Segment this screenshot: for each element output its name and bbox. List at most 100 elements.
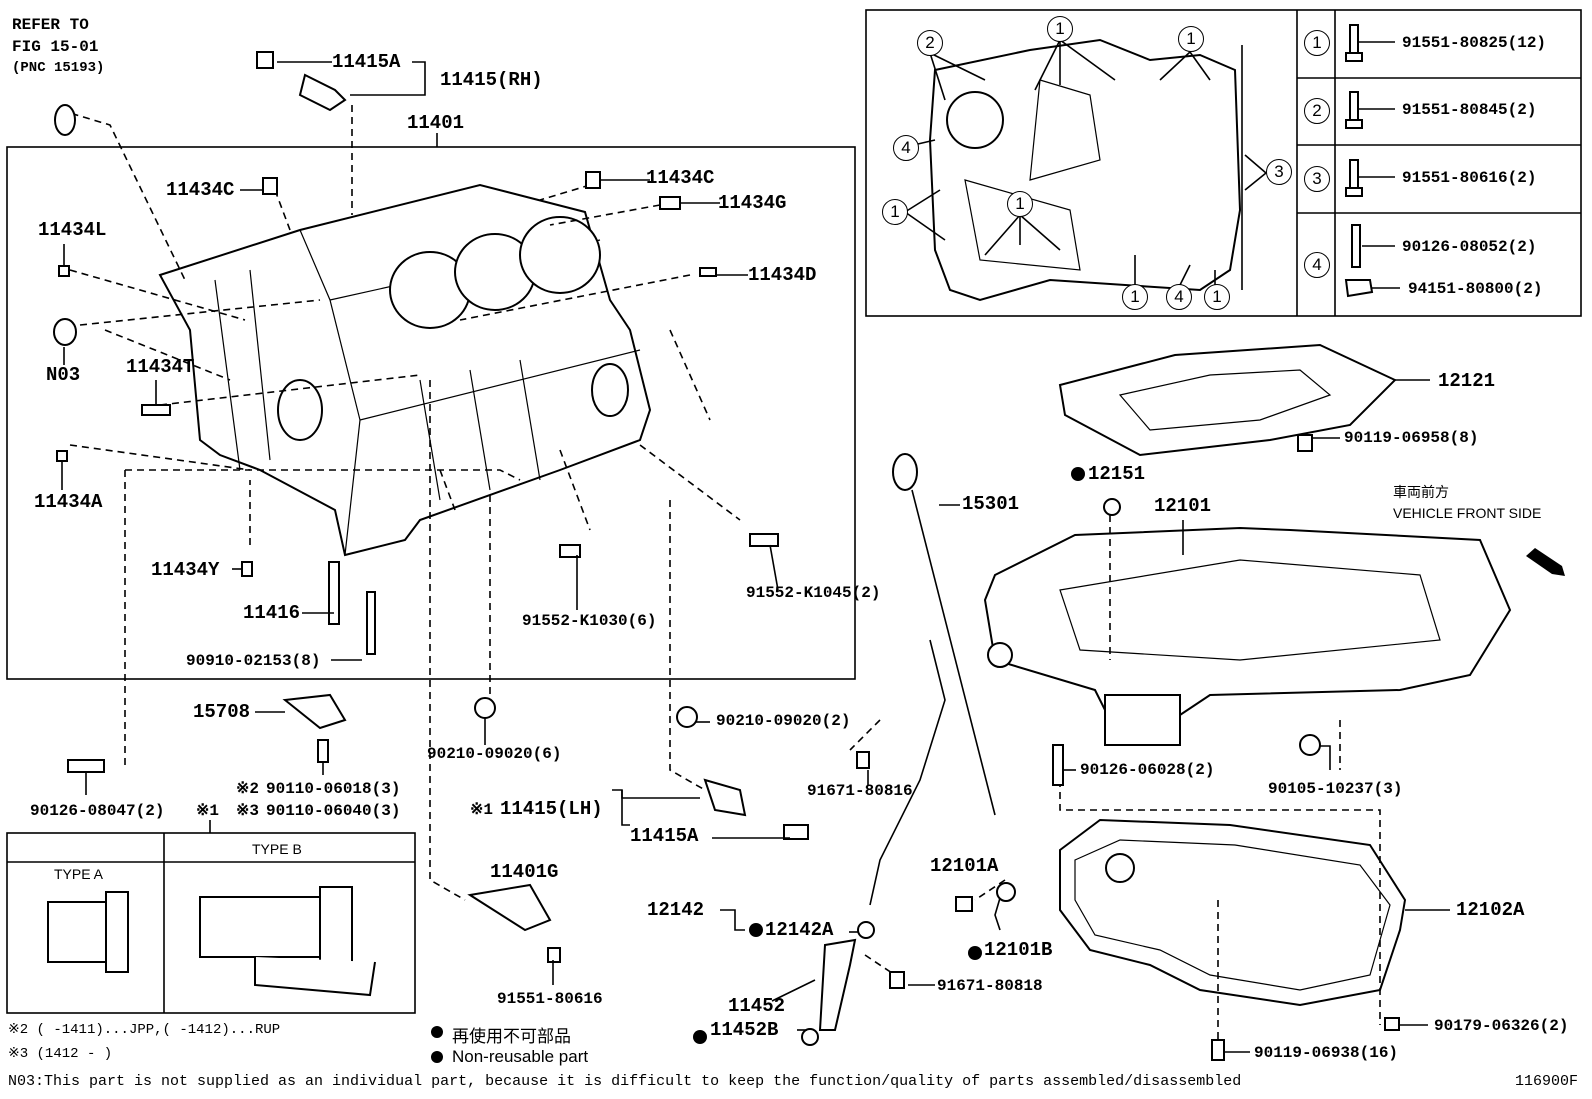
- block-small-parts: [53, 51, 809, 963]
- footnote-x2: ※2 ( -1411)...JPP,( -1412)...RUP: [8, 1022, 281, 1038]
- engine-block-group-frame: [6, 146, 856, 680]
- refer-pnc-text: (PNC 15193): [12, 60, 105, 76]
- part-label-11401[interactable]: 11401: [407, 112, 465, 134]
- part-label-91552-k1045[interactable]: 91552-K1045(2): [746, 584, 881, 602]
- part-label-90119-06958[interactable]: 90119-06958(8): [1344, 429, 1479, 447]
- note-mark-x1: ※1: [470, 801, 494, 819]
- legend-nonreusable-jp: 再使用不可部品: [452, 1027, 571, 1046]
- part-label-12101a[interactable]: 12101A: [930, 855, 999, 877]
- inset-callout-2: 2: [917, 30, 943, 56]
- bolt-table-part-1[interactable]: 91551-80825(12): [1402, 34, 1547, 52]
- bolt-table-part-2[interactable]: 91551-80845(2): [1402, 101, 1537, 119]
- part-label-11401g[interactable]: 11401G: [490, 861, 559, 883]
- inset-callout-1: 1: [1204, 284, 1230, 310]
- bolt-table-num-2: 2: [1304, 98, 1330, 124]
- inset-callout-1: 1: [1007, 191, 1033, 217]
- inset-callout-3: 3: [1266, 159, 1292, 185]
- type-a-label: TYPE A: [54, 866, 104, 882]
- bolt-table-num-3: 3: [1304, 166, 1330, 192]
- pan-leader-lines: [849, 515, 1381, 1045]
- part-label-11434a[interactable]: 11434A: [34, 491, 103, 513]
- part-label-91671-80818[interactable]: 91671-80818: [937, 977, 1043, 995]
- type-ab-frame: [6, 832, 416, 1014]
- vehicle-front-en: VEHICLE FRONT SIDE: [1393, 505, 1542, 521]
- bolt-table-num-4: 4: [1304, 252, 1330, 278]
- part-label-12101[interactable]: 12101: [1154, 495, 1212, 517]
- part-label-11452b[interactable]: 11452B: [710, 1019, 779, 1041]
- part-label-11452[interactable]: 11452: [728, 995, 786, 1017]
- part-label-11415a-bottom[interactable]: 11415A: [630, 825, 699, 847]
- part-label-12142[interactable]: 12142: [647, 899, 705, 921]
- part-label-11415-lh[interactable]: 11415(LH): [500, 798, 603, 820]
- part-label-11434y[interactable]: 11434Y: [151, 559, 220, 581]
- part-label-11434c-left[interactable]: 11434C: [166, 179, 235, 201]
- type-b-label: TYPE B: [252, 841, 302, 857]
- legend-nonreusable-en: Non-reusable part: [452, 1047, 589, 1066]
- type-b-fitting: [199, 886, 376, 997]
- gasket-12121-drawing: [1058, 343, 1397, 457]
- part-label-11434g[interactable]: 11434G: [718, 192, 787, 214]
- part-label-11434d[interactable]: 11434D: [748, 264, 817, 286]
- refer-fig-link[interactable]: FIG 15-01: [12, 38, 99, 56]
- part-label-n03[interactable]: N03: [46, 364, 81, 386]
- inset-leader-lines: [904, 39, 1267, 286]
- inset-callout-1: 1: [1122, 284, 1148, 310]
- note-mark-x3: ※3: [236, 802, 260, 820]
- bolt-table-num-1: 1: [1304, 30, 1330, 56]
- part-label-90910-02153[interactable]: 90910-02153(8): [186, 652, 321, 670]
- part-label-90126-08047[interactable]: 90126-08047(2): [30, 802, 165, 820]
- part-label-91671-80816[interactable]: 91671-80816: [807, 782, 913, 800]
- bolt-table-part-4a[interactable]: 90126-08052(2): [1402, 238, 1537, 256]
- inset-callout-1: 1: [1047, 16, 1073, 42]
- part-label-12121[interactable]: 12121: [1438, 370, 1496, 392]
- refer-to-text: REFER TO: [12, 16, 89, 34]
- bolt-table-part-3[interactable]: 91551-80616(2): [1402, 169, 1537, 187]
- footnote-x3: ※3 (1412 - ): [8, 1046, 113, 1062]
- part-label-90110-06018[interactable]: 90110-06018(3): [266, 780, 401, 798]
- figure-id: 116900F: [1515, 1073, 1579, 1090]
- solid-leader-lines: [61, 41, 1450, 1053]
- part-label-11416[interactable]: 11416: [243, 602, 301, 624]
- pan-small-parts: [801, 498, 1400, 1061]
- part-label-91552-k1030[interactable]: 91552-K1030(6): [522, 612, 657, 630]
- vehicle-front-arrow: [1526, 548, 1565, 576]
- bolt-table-bolts: [1344, 24, 1374, 298]
- vehicle-front-jp: 車両前方: [1393, 484, 1449, 500]
- note-mark-x1-type: ※1: [196, 802, 220, 820]
- cylinder-block-drawing: [158, 183, 652, 557]
- part-label-12102a[interactable]: 12102A: [1456, 899, 1525, 921]
- part-label-90105-10237[interactable]: 90105-10237(3): [1268, 780, 1403, 798]
- type-a-fitting: [47, 891, 129, 973]
- part-label-90126-06028[interactable]: 90126-06028(2): [1080, 761, 1215, 779]
- part-label-15301[interactable]: 15301: [962, 493, 1020, 515]
- block-leader-lines: [59, 105, 741, 901]
- part-label-11434l[interactable]: 11434L: [38, 219, 107, 241]
- part-label-90110-06040[interactable]: 90110-06040(3): [266, 802, 401, 820]
- part-label-90210-09020-6[interactable]: 90210-09020(6): [427, 745, 562, 763]
- inset-callout-4: 4: [1166, 284, 1192, 310]
- part-label-15708[interactable]: 15708: [193, 701, 251, 723]
- part-label-11434t[interactable]: 11434T: [126, 356, 195, 378]
- oil-pan-upper-drawing: [983, 526, 1512, 746]
- bolt-position-inset-frame: [865, 9, 1582, 317]
- footnote-n03: N03:This part is not supplied as an indi…: [8, 1073, 1242, 1090]
- dipstick-drawing: [818, 453, 996, 1031]
- oil-pan-lower-drawing: [1059, 818, 1407, 1007]
- part-label-12142a[interactable]: 12142A: [765, 919, 834, 941]
- inset-callout-4: 4: [893, 135, 919, 161]
- part-label-12151[interactable]: 12151: [1088, 463, 1146, 485]
- part-label-90210-09020-2[interactable]: 90210-09020(2): [716, 712, 851, 730]
- note-mark-x2: ※2: [236, 780, 260, 798]
- part-label-11434c-right[interactable]: 11434C: [646, 167, 715, 189]
- inset-callout-1: 1: [1178, 26, 1204, 52]
- part-label-11415a-top[interactable]: 11415A: [332, 51, 401, 73]
- part-label-90179-06326[interactable]: 90179-06326(2): [1434, 1017, 1569, 1035]
- timing-cover-inset-drawing: [928, 38, 1243, 302]
- part-label-90119-06938[interactable]: 90119-06938(16): [1254, 1044, 1399, 1062]
- part-label-12101b[interactable]: 12101B: [984, 939, 1053, 961]
- bolt-table-part-4b[interactable]: 94151-80800(2): [1408, 280, 1543, 298]
- part-label-11415-rh[interactable]: 11415(RH): [440, 69, 543, 91]
- part-label-91551-80616[interactable]: 91551-80616: [497, 990, 603, 1008]
- inset-callout-1: 1: [882, 199, 908, 225]
